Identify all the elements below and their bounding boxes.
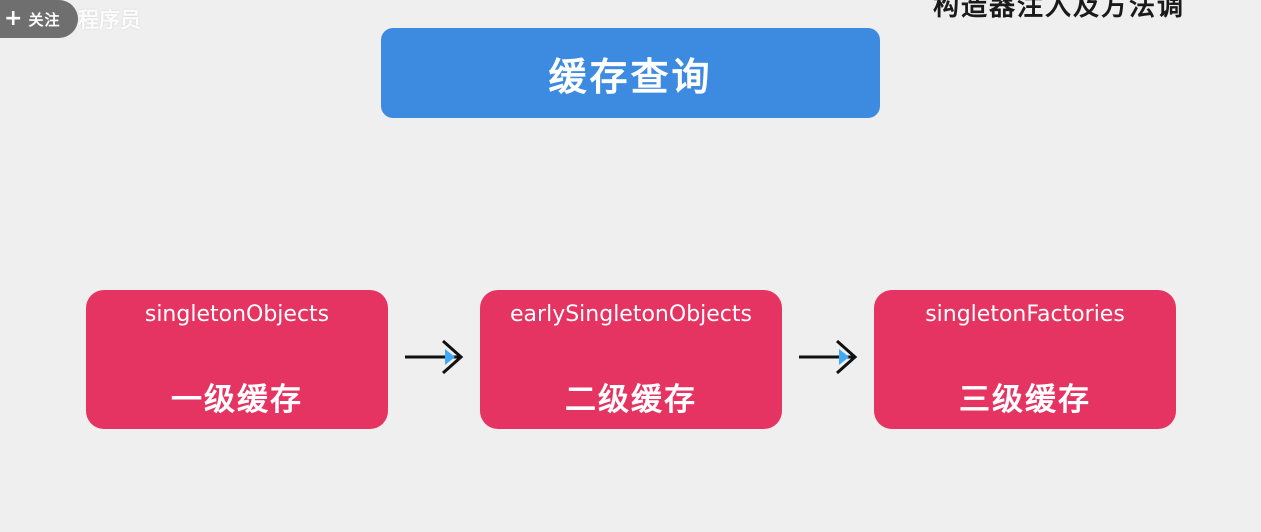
cache-level: 二级缓存 <box>565 382 697 418</box>
cache-name: earlySingletonObjects <box>510 302 752 327</box>
channel-name: 程序员 <box>78 8 141 32</box>
title-box: 缓存查询 <box>381 28 880 118</box>
follow-label: 关注 <box>28 10 61 29</box>
caption-text: 构造器注入及方法调 <box>933 0 1186 22</box>
cache-box-level1: singletonObjects 一级缓存 <box>86 290 388 429</box>
cache-box-level2: earlySingletonObjects 二级缓存 <box>480 290 782 429</box>
follow-button[interactable]: + 关注 <box>0 0 78 38</box>
cache-name: singletonFactories <box>925 302 1125 327</box>
cache-name: singletonObjects <box>144 302 330 327</box>
plus-icon: + <box>4 6 23 31</box>
arrow-right-icon <box>405 339 464 375</box>
cache-level: 一级缓存 <box>171 382 303 418</box>
cache-box-level3: singletonFactories 三级缓存 <box>874 290 1176 429</box>
diagram-title: 缓存查询 <box>548 54 713 99</box>
arrow-right-icon <box>799 339 858 375</box>
cache-level: 三级缓存 <box>959 382 1091 418</box>
